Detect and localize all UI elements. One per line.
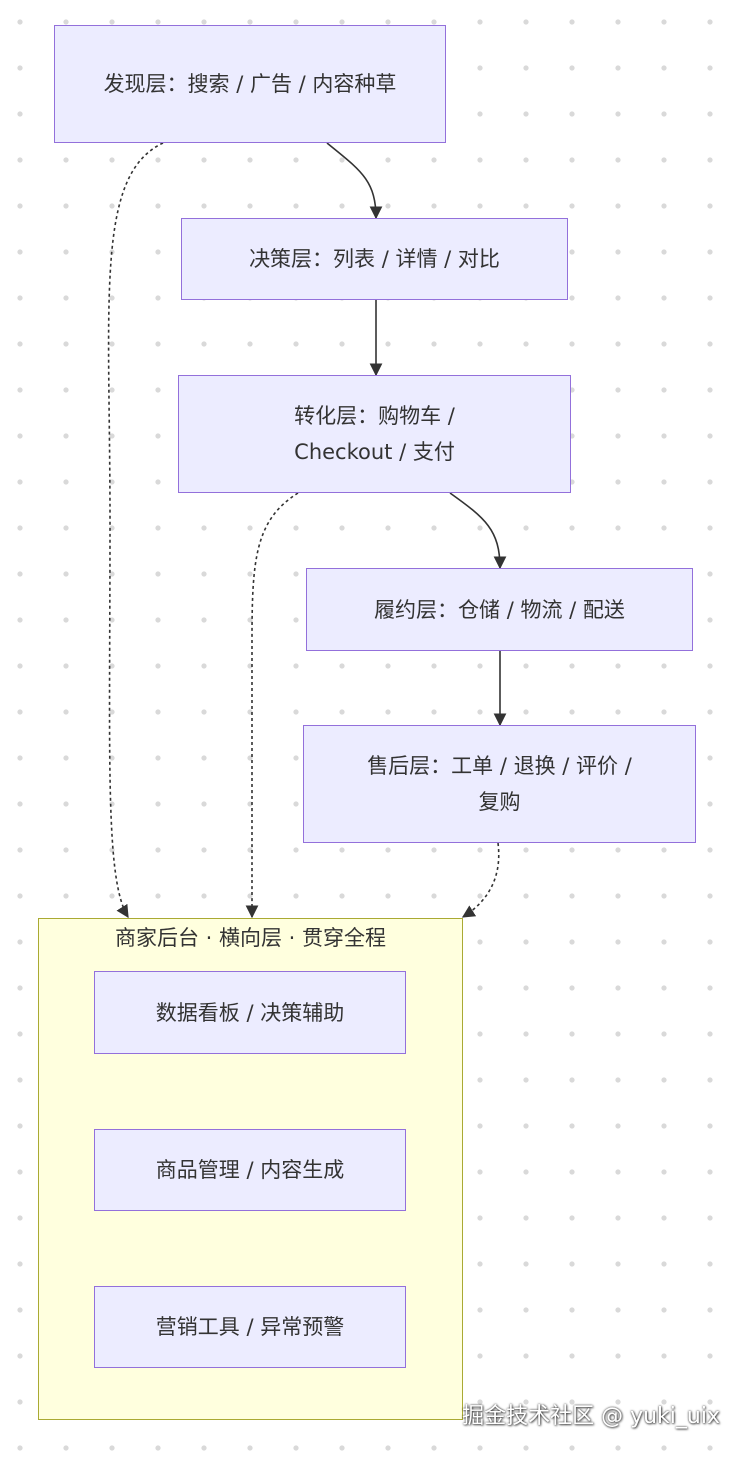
- edge-discovery-to-merchant: [107, 142, 164, 919]
- fulfillment-layer-label: 履约层：仓储 / 物流 / 配送: [374, 597, 625, 622]
- conversion-layer-node: 转化层：购物车 / Checkout / 支付: [178, 375, 571, 493]
- fulfillment-layer-node: 履约层：仓储 / 物流 / 配送: [306, 568, 693, 651]
- discovery-layer-label: 发现层：搜索 / 广告 / 内容种草: [103, 72, 397, 96]
- aftersales-layer-node: 售后层：工单 / 退换 / 评价 / 复购: [303, 725, 696, 843]
- edge-aftersales-to-merchant: [461, 842, 500, 918]
- merchant-item-dashboard: 数据看板 / 决策辅助: [94, 971, 406, 1054]
- merchant-item-marketing-tools: 营销工具 / 异常预警: [94, 1286, 406, 1368]
- merchant-cluster-title: 商家后台 · 横向层 · 贯穿全程: [114, 926, 387, 950]
- discovery-layer-node: 发现层：搜索 / 广告 / 内容种草: [54, 25, 446, 143]
- merchant-item-label: 数据看板 / 决策辅助: [155, 1000, 345, 1025]
- decision-layer-label: 决策层：列表 / 详情 / 对比: [249, 247, 500, 271]
- watermark: 掘金技术社区 @ yuki_uix: [462, 1404, 720, 1429]
- aftersales-layer-label: 售后层：工单 / 退换 / 评价 / 复购: [367, 754, 632, 814]
- merchant-item-label: 营销工具 / 异常预警: [155, 1315, 345, 1339]
- edge-conversion-to-fulfillment: [449, 492, 507, 570]
- conversion-layer-label: 转化层：购物车 / Checkout / 支付: [294, 404, 455, 464]
- merchant-item-label: 商品管理 / 内容生成: [155, 1158, 345, 1182]
- merchant-item-product-management: 商品管理 / 内容生成: [94, 1129, 406, 1211]
- edge-conversion-to-merchant: [245, 492, 299, 919]
- edge-discovery-to-decision: [326, 142, 383, 220]
- decision-layer-node: 决策层：列表 / 详情 / 对比: [181, 218, 568, 300]
